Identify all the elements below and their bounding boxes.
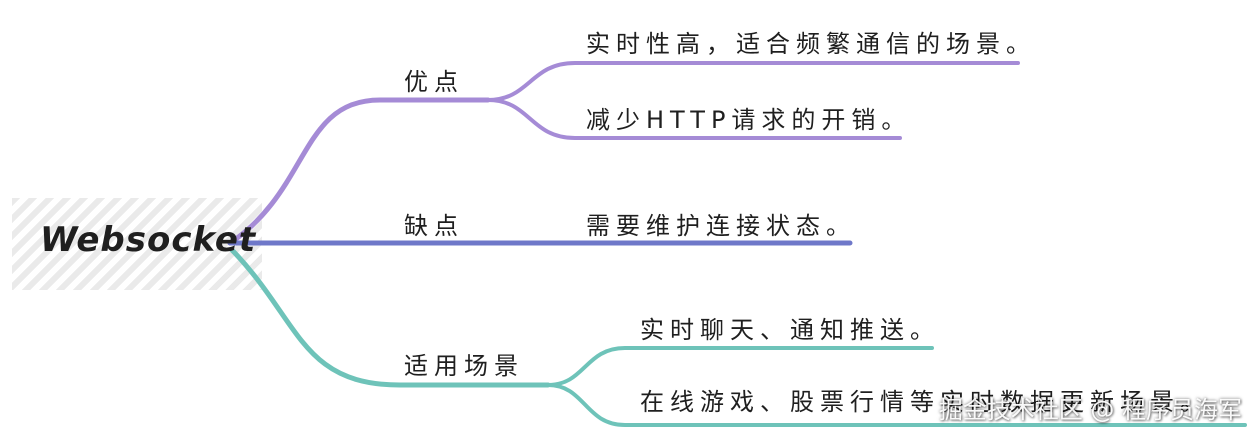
branch-label-advantages: 优点 [404,68,464,96]
leaf-label-advantages-1: 实时性高，适合频繁通信的场景。 [586,30,1036,58]
branch-label-disadvantages: 缺点 [404,212,464,240]
leaf-label-use-cases-1: 实时聊天、通知推送。 [640,316,940,344]
leaf-label-disadvantages-1: 需要维护连接状态。 [586,212,856,240]
branch-label-use-cases: 适用场景 [404,352,524,380]
watermark-text: 掘金技术社区 @ 程序员海军 [938,396,1242,424]
connector-root-to-advantages [227,97,491,246]
root-node-label: Websocket [40,220,257,260]
root-node-background [12,198,262,290]
connector-advantages-to-leaf-2 [486,98,902,140]
leaf-label-advantages-2: 减少HTTP请求的开销。 [586,106,912,134]
leaf-label-use-cases-2: 在线游戏、股票行情等实时数据更新场景。 [640,388,1210,416]
connector-root-to-use-cases [229,247,551,388]
connector-advantages-to-leaf-1 [486,61,1020,102]
connector-use-cases-to-leaf-2 [546,383,1247,427]
connector-use-cases-to-leaf-1 [546,346,934,387]
